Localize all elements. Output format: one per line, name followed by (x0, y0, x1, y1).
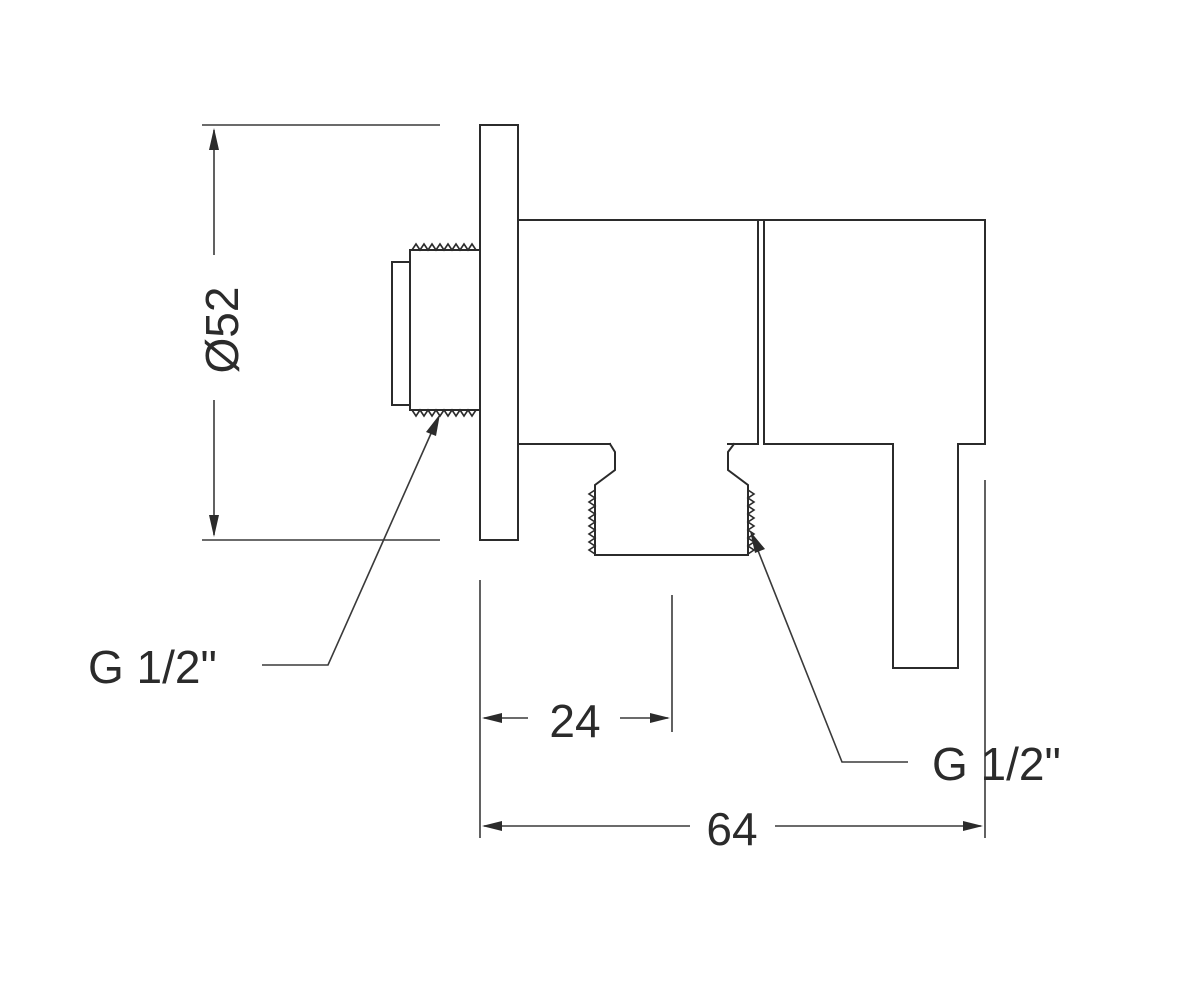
inlet-thread-label: G 1/2" (88, 641, 217, 693)
outlet-thread-callout: G 1/2" (750, 531, 1061, 790)
total-depth-dimension: 64 (482, 803, 983, 855)
wall-flange (479, 124, 519, 541)
inlet-thread-callout: G 1/2" (88, 414, 440, 693)
valve-body (517, 219, 986, 445)
diameter-label: Ø52 (196, 287, 248, 374)
diameter-dimension: Ø52 (196, 124, 440, 541)
outlet-thread-nipple (587, 442, 756, 556)
extension-lines (479, 480, 986, 838)
inlet-thread-stub (391, 242, 481, 418)
total-depth-label: 64 (706, 803, 757, 855)
outlet-depth-label: 24 (549, 695, 600, 747)
lever-handle (892, 443, 986, 669)
outlet-thread-label: G 1/2" (932, 738, 1061, 790)
outlet-depth-dimension: 24 (482, 695, 670, 747)
